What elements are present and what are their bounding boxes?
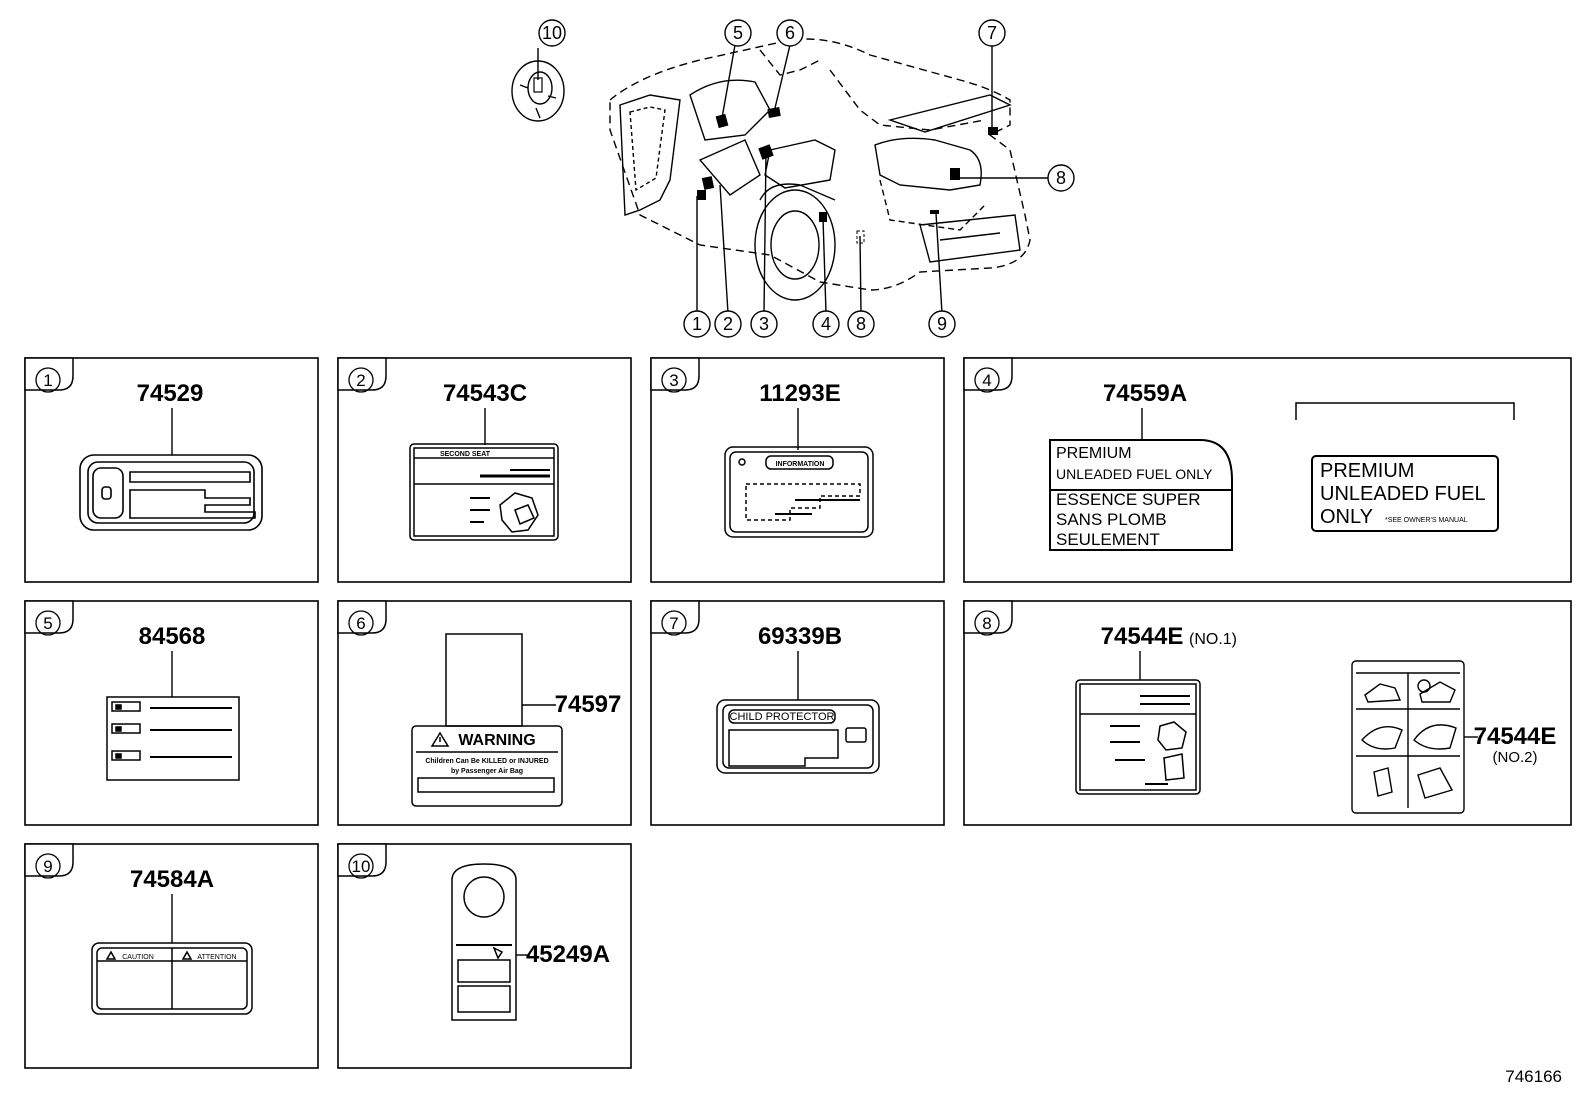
callout-label: 4 <box>821 314 831 334</box>
label-heading: CHILD PROTECTOR <box>730 711 835 723</box>
part-number: 11293E <box>759 380 840 407</box>
label-heading: SECOND SEAT <box>440 451 491 458</box>
panel-number: 3 <box>669 371 678 390</box>
panel-7: 7 69339B CHILD PROTECTOR <box>650 600 880 774</box>
vehicle-overview <box>511 38 1031 301</box>
panel-9: 9 74584A CAUTION ATTENTION <box>24 843 253 1015</box>
panel-4: 4 74559A PREMIUM UNLEADED FUEL ONLY ESSE… <box>963 357 1515 551</box>
callout-label: 10 <box>542 23 562 43</box>
label-heading: INFORMATION <box>776 461 825 468</box>
label-74584a <box>91 942 253 1015</box>
callout-label: 3 <box>759 314 769 334</box>
warning-line2: by Passenger Air Bag <box>451 768 523 775</box>
fuel-label-b <box>1311 455 1499 532</box>
fuel-label-a <box>1049 439 1233 551</box>
callout-label: 5 <box>733 23 743 43</box>
part-number-no1: 74544E <box>1101 623 1184 650</box>
part-number: 45249A <box>526 941 610 968</box>
callout-5: 5 <box>724 19 752 47</box>
panel-1: 1 74529 <box>24 357 263 531</box>
callout-9: 9 <box>928 310 956 338</box>
callout-label: 2 <box>723 314 733 334</box>
callout-6: 6 <box>776 19 804 47</box>
callout-label: 8 <box>856 314 866 334</box>
attention-label: ATTENTION <box>197 954 236 961</box>
label-69339b <box>716 699 880 774</box>
panel-number: 9 <box>43 857 52 876</box>
callout-label: 8 <box>1056 168 1066 188</box>
panel-number: 8 <box>982 614 991 633</box>
fuel-a-line1: PREMIUM <box>1056 445 1132 462</box>
label-bracket <box>1295 402 1515 420</box>
leader-lines <box>537 44 1048 314</box>
callout-label: 7 <box>987 23 997 43</box>
panel-number: 1 <box>43 371 52 390</box>
callout-8b: 8 <box>847 310 875 338</box>
warning-title: WARNING <box>458 732 535 749</box>
label-45249a <box>451 863 517 1021</box>
part-number: 74543C <box>443 380 527 407</box>
panel-number: 5 <box>43 614 52 633</box>
callout-label: 9 <box>937 314 947 334</box>
panel-frames <box>24 357 1572 1069</box>
label-74597 <box>411 633 563 807</box>
callout-label: 1 <box>692 314 702 334</box>
callout-2: 2 <box>714 310 742 338</box>
panel-3: 3 11293E INFORMATION <box>650 357 874 538</box>
fuel-b-line2: UNLEADED FUEL <box>1320 483 1486 505</box>
label-84568 <box>106 696 240 781</box>
panel-number: 7 <box>669 614 678 633</box>
figure-id: 746166 <box>1505 1067 1562 1086</box>
panel-2: 2 74543C SECOND SEAT <box>337 357 559 541</box>
panel-8: 8 74544E (NO.1) <box>963 600 1557 814</box>
callout-label: 6 <box>785 23 795 43</box>
callout-10: 10 <box>538 19 566 47</box>
panel-number: 4 <box>982 371 991 390</box>
part-number: 74597 <box>555 691 622 718</box>
callout-7: 7 <box>978 19 1006 47</box>
fuel-a-line3: ESSENCE SUPER <box>1056 490 1201 509</box>
caution-label: CAUTION <box>122 954 154 961</box>
warning-line1: Children Can Be KILLED or INJURED <box>425 758 548 765</box>
panel-number: 6 <box>356 614 365 633</box>
panel-5: 5 84568 <box>24 600 240 781</box>
part-number: 69339B <box>758 623 842 650</box>
fuel-b-note: *SEE OWNER'S MANUAL <box>1385 517 1468 524</box>
panel-number: 2 <box>356 371 365 390</box>
fuel-a-line4: SANS PLOMB <box>1056 510 1167 529</box>
callout-3: 3 <box>750 310 778 338</box>
fuel-a-line5: SEULEMENT <box>1056 530 1160 549</box>
fuel-b-line1: PREMIUM <box>1320 460 1414 482</box>
callout-1: 1 <box>683 310 711 338</box>
panel-6: 6 74597 WARNING Children Can Be KILLED o… <box>337 600 622 807</box>
part-number-no2: 74544E <box>1474 723 1557 750</box>
label-74543c <box>409 443 559 541</box>
part-note-no2: (NO.2) <box>1493 749 1538 766</box>
label-74529 <box>79 454 263 531</box>
label-markers <box>533 77 998 244</box>
part-number: 74559A <box>1103 380 1187 407</box>
overview-callouts: 10 5 6 7 8 1 2 3 4 8 9 <box>538 19 1075 338</box>
callout-4: 4 <box>812 310 840 338</box>
callout-8a: 8 <box>1047 164 1075 192</box>
panel-number: 10 <box>352 857 371 876</box>
fuel-a-line2: UNLEADED FUEL ONLY <box>1056 466 1213 482</box>
label-11293e <box>724 446 874 538</box>
part-note-no1: (NO.1) <box>1189 631 1237 648</box>
label-74544e-no1 <box>1075 679 1201 795</box>
part-number: 84568 <box>139 623 206 650</box>
part-number: 74529 <box>137 380 204 407</box>
label-74544e-no2 <box>1351 660 1465 814</box>
panel-10: 10 45249A <box>337 843 610 1021</box>
part-number: 74584A <box>130 866 214 893</box>
fuel-b-line3: ONLY <box>1320 506 1373 528</box>
